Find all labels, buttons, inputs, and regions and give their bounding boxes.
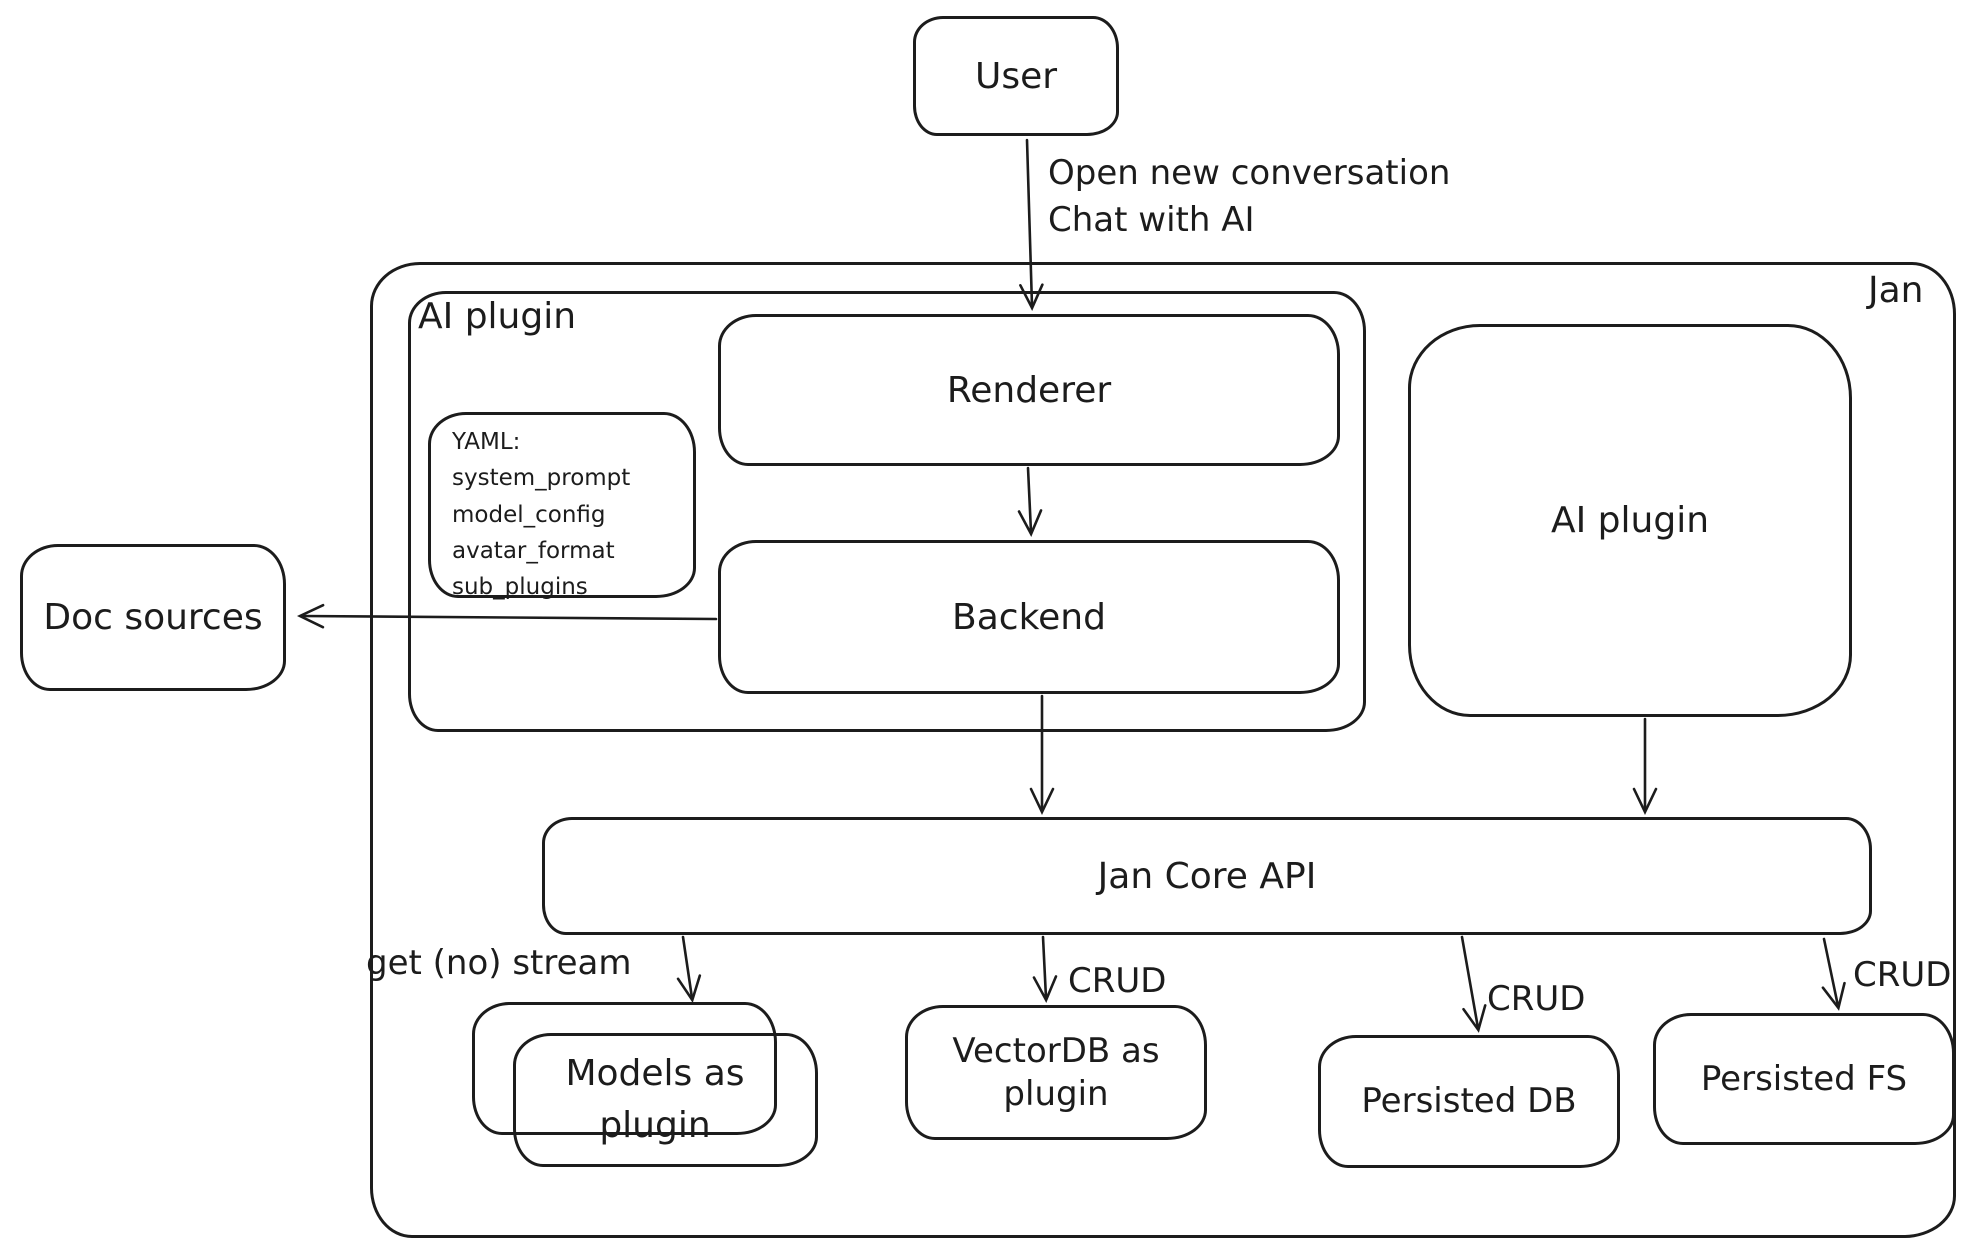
- renderer-node: Renderer: [718, 314, 1340, 466]
- models-as-plugin-label-line1: Models as: [565, 1053, 745, 1094]
- models-as-plugin-label-line2: plugin: [599, 1105, 711, 1147]
- models-as-plugin-label: Models as plugin: [490, 1048, 820, 1152]
- edge-label-user-renderer: Open new conversation Chat with AI: [1048, 150, 1450, 244]
- edge-label-open-new-conversation: Open new conversation: [1048, 153, 1451, 193]
- yaml-note-text: YAML: system_prompt model_config avatar_…: [452, 424, 630, 606]
- edge-label-chat-with-ai: Chat with AI: [1048, 199, 1255, 240]
- persisted-db-node-label: Persisted DB: [1361, 1081, 1577, 1122]
- models-as-plugin-node-back: [472, 1002, 777, 1135]
- yaml-note-line: YAML:: [452, 429, 521, 455]
- vectordb-as-plugin-node: VectorDB as plugin: [905, 1005, 1207, 1140]
- renderer-node-label: Renderer: [946, 369, 1112, 411]
- jan-core-api-node-label: Jan Core API: [1097, 855, 1317, 897]
- yaml-note-box: [428, 412, 696, 598]
- ai-plugin-node-label: AI plugin: [1550, 500, 1710, 541]
- jan-container-box: [370, 262, 1956, 1238]
- backend-node: Backend: [718, 540, 1340, 694]
- ai-plugin-node: AI plugin: [1408, 324, 1852, 717]
- vectordb-label-line2: plugin: [1003, 1073, 1109, 1114]
- persisted-fs-node: Persisted FS: [1653, 1013, 1955, 1145]
- edge-label-get-no-stream: get (no) stream: [366, 943, 632, 983]
- ai-plugin-group-label: AI plugin: [418, 296, 577, 337]
- jan-container-label: Jan: [1868, 270, 1924, 311]
- user-node-label: User: [974, 55, 1058, 97]
- persisted-db-node: Persisted DB: [1318, 1035, 1620, 1168]
- vectordb-label-line1: VectorDB as: [952, 1031, 1160, 1071]
- edge-label-crud-persisted-fs: CRUD: [1853, 955, 1952, 995]
- yaml-note-line: sub_plugins: [452, 574, 588, 601]
- persisted-fs-node-label: Persisted FS: [1700, 1058, 1908, 1099]
- doc-sources-node-label: Doc sources: [43, 597, 263, 638]
- ai-plugin-group-box: [408, 291, 1366, 732]
- yaml-note-line: system_prompt: [452, 465, 631, 492]
- yaml-note-line: model_config: [452, 501, 606, 528]
- edge-label-crud-persisted-db: CRUD: [1487, 979, 1586, 1019]
- user-node: User: [913, 16, 1119, 136]
- doc-sources-node: Doc sources: [20, 544, 286, 691]
- yaml-note-line: avatar_format: [452, 537, 615, 564]
- backend-node-label: Backend: [952, 596, 1106, 638]
- edge-label-crud-vectordb: CRUD: [1068, 961, 1167, 1001]
- jan-core-api-node: Jan Core API: [542, 817, 1872, 935]
- models-as-plugin-node-front: [513, 1033, 818, 1167]
